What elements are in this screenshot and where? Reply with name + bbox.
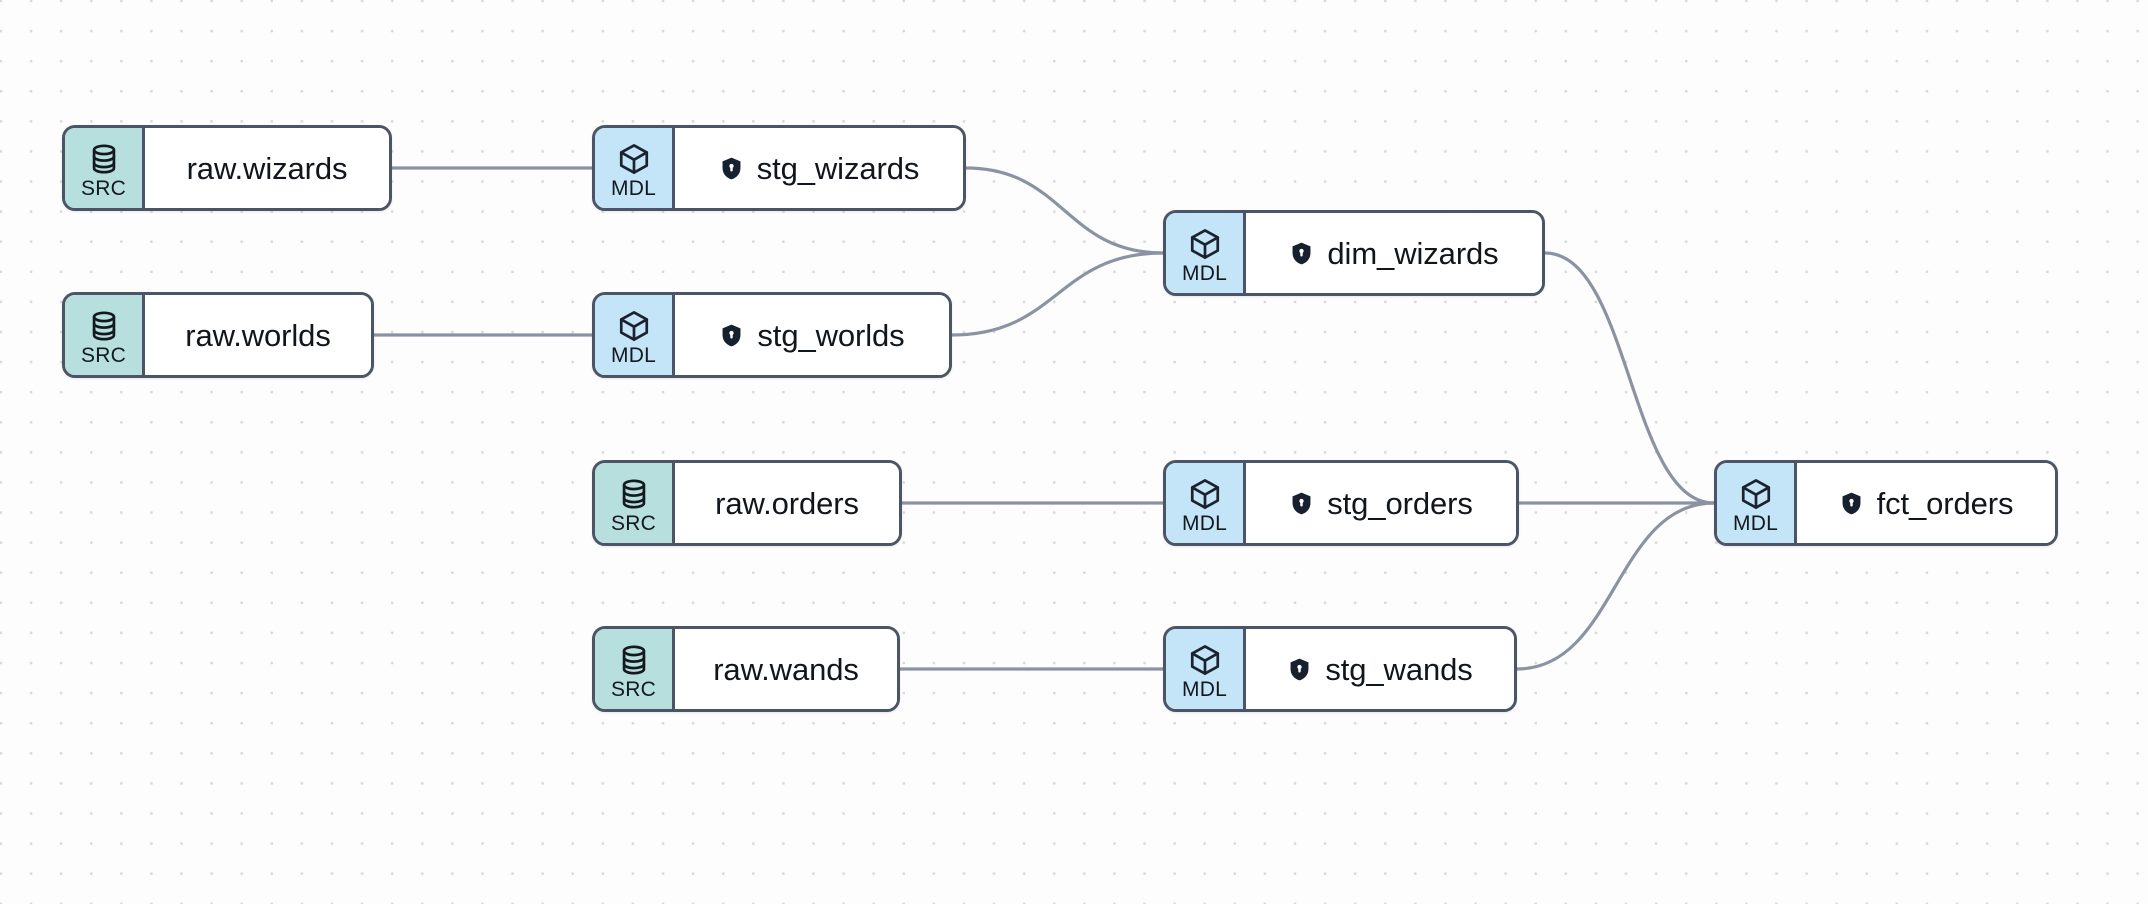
node-type-badge-src: SRC bbox=[595, 463, 675, 543]
edge-stg_wizards-to-dim_wizards[interactable] bbox=[964, 166, 1165, 255]
node-type-badge-mdl: MDL bbox=[1166, 463, 1246, 543]
badge-label: SRC bbox=[81, 344, 126, 367]
node-label: raw.orders bbox=[715, 485, 859, 521]
badge-label: MDL bbox=[1733, 512, 1778, 535]
node-body: stg_worlds bbox=[675, 295, 949, 375]
cube-icon bbox=[1188, 227, 1222, 261]
cube-icon bbox=[1188, 477, 1222, 511]
badge-label: MDL bbox=[1182, 262, 1227, 285]
node-label: stg_worlds bbox=[757, 317, 905, 353]
node-type-badge-mdl: MDL bbox=[595, 295, 675, 375]
shield-lock-icon bbox=[1839, 491, 1864, 516]
badge-label: MDL bbox=[1182, 512, 1227, 535]
node-label: dim_wizards bbox=[1327, 235, 1499, 271]
cube-icon bbox=[617, 309, 651, 343]
node-raw_wizards[interactable]: SRC raw.wizards bbox=[62, 125, 392, 211]
node-type-badge-mdl: MDL bbox=[1717, 463, 1797, 543]
node-type-badge-mdl: MDL bbox=[1166, 629, 1246, 709]
node-raw_wands[interactable]: SRC raw.wands bbox=[592, 626, 900, 712]
shield-lock-icon bbox=[1289, 491, 1314, 516]
node-body: raw.orders bbox=[675, 463, 899, 543]
node-stg_wizards[interactable]: MDL stg_wizards bbox=[592, 125, 966, 211]
node-body: stg_wizards bbox=[675, 128, 963, 208]
node-label: stg_orders bbox=[1327, 485, 1473, 521]
node-body: fct_orders bbox=[1797, 463, 2055, 543]
edge-stg_worlds-to-dim_wizards[interactable] bbox=[950, 251, 1165, 337]
badge-label: SRC bbox=[611, 678, 656, 701]
node-body: stg_orders bbox=[1246, 463, 1516, 543]
cube-icon bbox=[1188, 643, 1222, 677]
node-label: fct_orders bbox=[1876, 485, 2014, 521]
node-body: stg_wands bbox=[1246, 629, 1514, 709]
node-type-badge-src: SRC bbox=[65, 128, 145, 208]
node-label: stg_wizards bbox=[756, 150, 920, 186]
node-stg_wands[interactable]: MDL stg_wands bbox=[1163, 626, 1517, 712]
database-icon bbox=[617, 477, 651, 511]
node-type-badge-mdl: MDL bbox=[595, 128, 675, 208]
edge-stg_wands-to-fct_orders[interactable] bbox=[1515, 501, 1716, 671]
node-stg_orders[interactable]: MDL stg_orders bbox=[1163, 460, 1519, 546]
shield-lock-icon bbox=[719, 323, 744, 348]
badge-label: SRC bbox=[81, 177, 126, 200]
badge-label: MDL bbox=[611, 344, 656, 367]
cube-icon bbox=[617, 142, 651, 176]
shield-lock-icon bbox=[1289, 241, 1314, 266]
node-body: raw.worlds bbox=[145, 295, 371, 375]
node-type-badge-src: SRC bbox=[595, 629, 675, 709]
node-stg_worlds[interactable]: MDL stg_worlds bbox=[592, 292, 952, 378]
node-body: raw.wands bbox=[675, 629, 897, 709]
node-label: raw.wizards bbox=[186, 150, 348, 186]
node-label: raw.worlds bbox=[185, 317, 331, 353]
node-body: raw.wizards bbox=[145, 128, 389, 208]
edge-dim_wizards-to-fct_orders[interactable] bbox=[1543, 251, 1716, 505]
database-icon bbox=[87, 142, 121, 176]
badge-label: MDL bbox=[611, 177, 656, 200]
node-label: raw.wands bbox=[713, 651, 859, 687]
database-icon bbox=[87, 309, 121, 343]
node-type-badge-src: SRC bbox=[65, 295, 145, 375]
node-raw_worlds[interactable]: SRC raw.worlds bbox=[62, 292, 374, 378]
node-body: dim_wizards bbox=[1246, 213, 1542, 293]
shield-lock-icon bbox=[719, 156, 744, 181]
node-type-badge-mdl: MDL bbox=[1166, 213, 1246, 293]
shield-lock-icon bbox=[1287, 657, 1312, 682]
cube-icon bbox=[1739, 477, 1773, 511]
database-icon bbox=[617, 643, 651, 677]
node-raw_orders[interactable]: SRC raw.orders bbox=[592, 460, 902, 546]
node-label: stg_wands bbox=[1325, 651, 1473, 687]
node-fct_orders[interactable]: MDL fct_orders bbox=[1714, 460, 2058, 546]
node-dim_wizards[interactable]: MDL dim_wizards bbox=[1163, 210, 1545, 296]
badge-label: MDL bbox=[1182, 678, 1227, 701]
badge-label: SRC bbox=[611, 512, 656, 535]
